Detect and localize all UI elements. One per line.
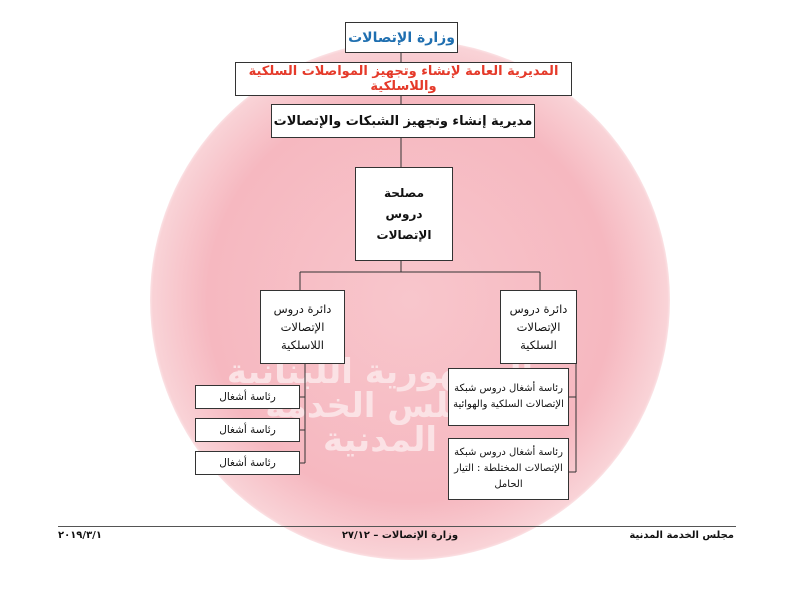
footer-date: ٢٠١٩/٣/١ [58, 530, 102, 541]
wired-department-box: دائرة دروس الإتصالات السلكية [500, 290, 577, 364]
wireless-section-box-3: رئاسة أشغال [195, 451, 300, 475]
general-directorate-box: المديرية العامة لإنشاء وتجهيز المواصلات … [235, 62, 572, 96]
wireless-department-box: دائرة دروس الإتصالات اللاسلكية [260, 290, 345, 364]
ministry-box: وزارة الإتصالات [345, 22, 458, 53]
wireless-section-box-2: رئاسة أشغال [195, 418, 300, 442]
directorate-box: مديرية إنشاء وتجهيز الشبكات والإتصالات [271, 104, 535, 138]
wired-section-box-1: رئاسة أشغال دروس شبكة الإتصالات السلكية … [448, 368, 569, 426]
footer-divider [58, 526, 736, 527]
footer-council-name: مجلس الخدمة المدنية [629, 530, 734, 541]
footer-page-ref: وزارة الإتصالات – ٢٧/١٢ [341, 530, 459, 541]
wired-section-box-2: رئاسة أشغال دروس شبكة الإتصالات المختلطة… [448, 438, 569, 500]
wireless-section-box-1: رئاسة أشغال [195, 385, 300, 409]
service-box: مصلحة دروس الإتصالات [355, 167, 453, 261]
